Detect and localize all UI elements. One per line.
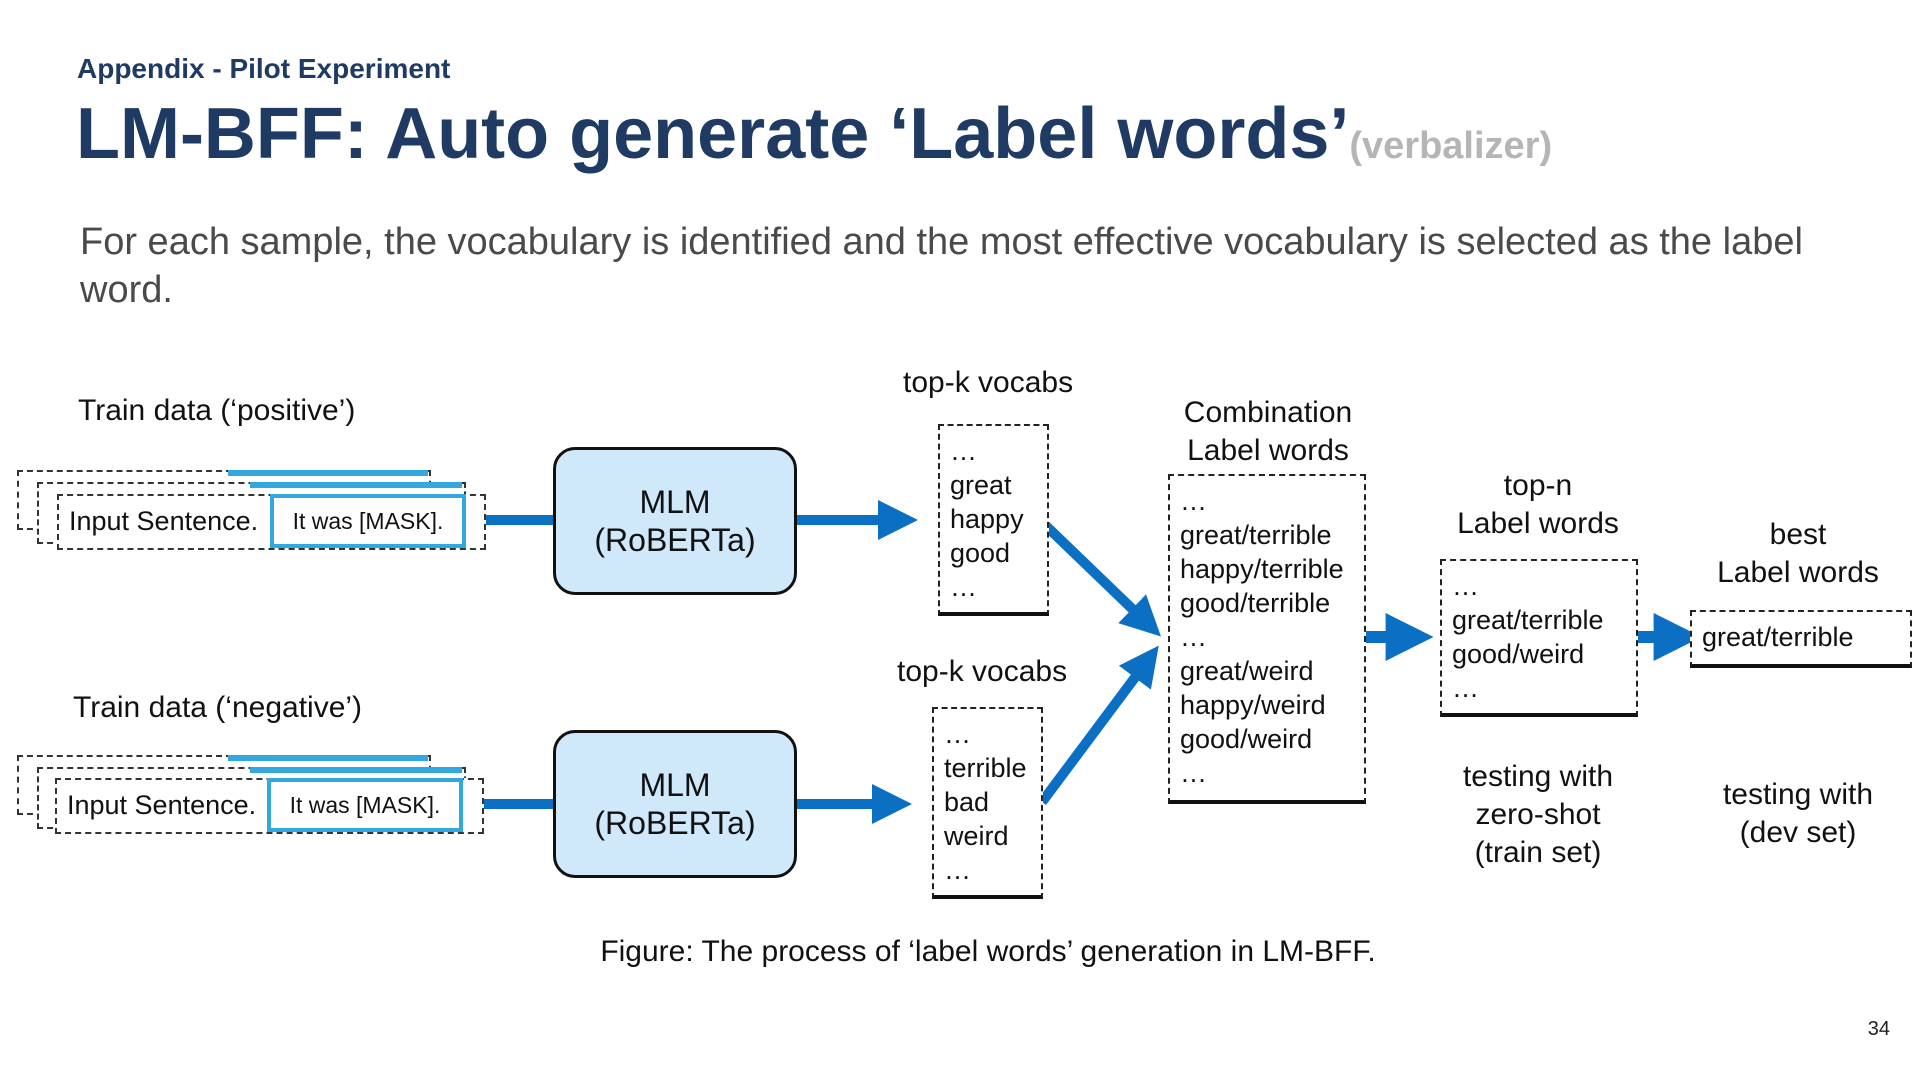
negative-vocab-item: …	[944, 719, 971, 749]
combination-title-line2: Label words	[1187, 434, 1349, 467]
topn-item: …	[1452, 571, 1479, 601]
negative-mask-back-edge	[228, 755, 428, 761]
negative-mlm-name: MLM	[639, 767, 711, 803]
negative-mlm-model: (RoBERTa)	[594, 805, 756, 841]
topn-item: good/weird	[1452, 639, 1585, 669]
topn-note-line: testing with	[1462, 760, 1614, 793]
best-box: great/terrible	[1690, 610, 1912, 668]
combination-box: … great/terrible happy/terrible good/ter…	[1168, 474, 1366, 804]
positive-vocab-item: good	[950, 538, 1011, 568]
topn-note-line: zero-shot	[1475, 798, 1601, 831]
combination-item: …	[1180, 622, 1207, 652]
best-title-line2: Label words	[1717, 556, 1879, 589]
title-suffix: (verbalizer)	[1349, 125, 1553, 167]
topn-note-line: (train set)	[1474, 836, 1602, 869]
negative-vocab-item: bad	[944, 787, 990, 817]
best-note-line: testing with	[1722, 778, 1874, 811]
combination-item: great/terrible	[1180, 520, 1332, 550]
positive-input-sentence: Input Sentence.	[69, 506, 259, 536]
positive-vocab-item: happy	[950, 504, 1024, 534]
combination-item: happy/weird	[1180, 690, 1326, 720]
positive-mask-middle-edge	[250, 482, 462, 488]
positive-vocab-item: …	[950, 572, 977, 602]
negative-train-label: Train data (‘negative’)	[73, 691, 363, 724]
topn-title-line2: Label words	[1457, 507, 1619, 540]
negative-vocab-item: …	[944, 855, 971, 885]
positive-vocab-item: great	[950, 470, 1012, 500]
combination-title: Combination Label words	[1148, 394, 1388, 470]
positive-train-label: Train data (‘positive’)	[78, 394, 356, 427]
combination-item: great/weird	[1180, 656, 1314, 686]
positive-mask-back-edge	[228, 470, 428, 476]
positive-mask-box: It was [MASK].	[270, 494, 466, 548]
combination-item: …	[1180, 758, 1207, 788]
best-note: testing with (dev set)	[1678, 776, 1918, 852]
arrow-neg-vocabs-to-combination	[1037, 645, 1159, 805]
combination-item: happy/terrible	[1180, 554, 1344, 584]
section-eyebrow: Appendix - Pilot Experiment	[77, 53, 451, 84]
combination-item: good/terrible	[1180, 588, 1331, 618]
topn-item: great/terrible	[1452, 605, 1604, 635]
best-item: great/terrible	[1702, 622, 1854, 652]
positive-mlm-model: (RoBERTa)	[594, 522, 756, 558]
page-number: 34	[1867, 1018, 1890, 1040]
positive-vocab-item: …	[950, 436, 977, 466]
negative-vocab-item: weird	[944, 821, 1009, 851]
negative-mask-box: It was [MASK].	[267, 778, 463, 832]
title-main: LM-BFF: Auto generate ‘Label words’	[76, 94, 1350, 174]
positive-topk-title: top-k vocabs	[903, 366, 1074, 399]
negative-topk-title: top-k vocabs	[897, 655, 1068, 688]
combination-item: good/weird	[1180, 724, 1313, 754]
negative-mask-middle-edge	[250, 767, 462, 773]
combination-item: …	[1180, 486, 1207, 516]
positive-topk-box: … great happy good …	[938, 424, 1049, 616]
topn-title-line1: top-n	[1503, 469, 1573, 502]
page-title: LM-BFF: Auto generate ‘Label words’(verb…	[76, 92, 1552, 188]
topn-box: … great/terrible good/weird …	[1440, 559, 1638, 717]
best-title-line1: best	[1769, 518, 1827, 551]
negative-vocab-item: terrible	[944, 753, 1027, 783]
negative-topk-box: … terrible bad weird …	[932, 707, 1043, 899]
best-title: best Label words	[1678, 516, 1918, 592]
best-note-line: (dev set)	[1739, 816, 1857, 849]
negative-input-sentence: Input Sentence.	[67, 790, 257, 820]
description-text: For each sample, the vocabulary is ident…	[80, 221, 1803, 311]
negative-mlm-box: MLM (RoBERTa)	[553, 730, 797, 878]
topn-item: …	[1452, 673, 1479, 703]
positive-mlm-name: MLM	[639, 484, 711, 520]
topn-note: testing with zero-shot (train set)	[1418, 758, 1658, 872]
positive-mlm-box: MLM (RoBERTa)	[553, 447, 797, 595]
combination-title-line1: Combination	[1183, 396, 1353, 429]
figure-caption: Figure: The process of ‘label words’ gen…	[600, 935, 1376, 968]
arrow-pos-vocabs-to-combination	[1038, 518, 1161, 637]
topn-title: top-n Label words	[1418, 467, 1658, 543]
